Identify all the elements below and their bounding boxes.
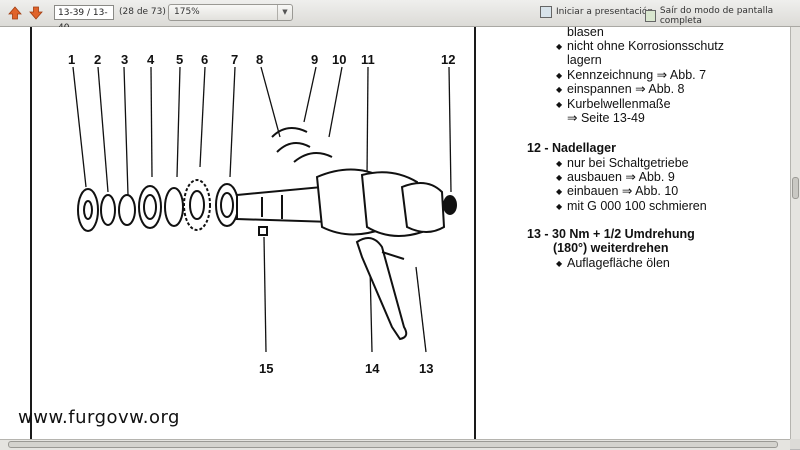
part-number-10: 10 bbox=[332, 52, 347, 67]
scroll-corner bbox=[790, 439, 800, 449]
text-seite: ⇒ Seite 13-49 bbox=[567, 111, 645, 125]
text-lagern: lagern bbox=[567, 53, 602, 67]
part-number-2: 2 bbox=[94, 52, 102, 67]
page-border-left bbox=[30, 27, 32, 439]
part-number-14: 14 bbox=[365, 361, 380, 376]
part-number-8: 8 bbox=[256, 52, 264, 67]
exit-fullscreen-label: Saír do modo de pantalla completa bbox=[659, 6, 774, 26]
chevron-down-icon: ▼ bbox=[277, 5, 292, 20]
part-number-1: 1 bbox=[68, 52, 76, 67]
zoom-value: 175% bbox=[174, 7, 200, 17]
column-divider bbox=[474, 27, 476, 439]
exit-fullscreen-button[interactable]: Saír do modo de pantalla completa bbox=[645, 6, 800, 26]
bullet-einbauen: einbauen ⇒ Abb. 10 bbox=[556, 184, 678, 199]
part-number-15: 15 bbox=[259, 361, 274, 376]
text-blasen: blasen bbox=[567, 27, 604, 39]
part-number-12: 12 bbox=[441, 52, 456, 67]
page-entry-field[interactable]: 13-39 / 13-40 bbox=[54, 5, 114, 33]
part-number-6: 6 bbox=[201, 52, 209, 67]
page-count: (28 de 73) bbox=[119, 7, 166, 17]
presentation-icon bbox=[540, 6, 552, 18]
bullet-kennzeichnung: Kennzeichnung ⇒ Abb. 7 bbox=[556, 68, 706, 83]
part-number-4: 4 bbox=[147, 52, 155, 67]
part-number-11: 11 bbox=[361, 52, 375, 67]
start-presentation-button[interactable]: Iniciar a presentación bbox=[540, 6, 653, 18]
bullet-auflageflaeche: Auflagefläche ölen bbox=[556, 256, 670, 271]
part-number-9: 9 bbox=[311, 52, 319, 67]
toolbar: 13-39 / 13-40 (28 de 73) 175% ▼ Iniciar … bbox=[0, 0, 800, 33]
zoom-select[interactable]: 175% ▼ bbox=[168, 4, 293, 21]
bullet-einspannen: einspannen ⇒ Abb. 8 bbox=[556, 82, 684, 97]
bullet-korrosionsschutz: nicht ohne Korrosionsschutz bbox=[556, 39, 724, 54]
bullet-schaltgetriebe: nur bei Schaltgetriebe bbox=[556, 156, 689, 171]
part-number-5: 5 bbox=[176, 52, 184, 67]
watermark: www.furgovw.org bbox=[18, 407, 180, 428]
part-number-3: 3 bbox=[121, 52, 129, 67]
part-number-13: 13 bbox=[419, 361, 434, 376]
item-13-title-2: (180°) weiterdrehen bbox=[553, 241, 669, 255]
bullet-kurbelwellenmasse: Kurbelwellenmaße bbox=[556, 97, 670, 112]
bullet-schmieren: mit G 000 100 schmieren bbox=[556, 199, 707, 214]
vertical-scrollbar[interactable] bbox=[790, 27, 800, 439]
crankshaft-exploded-drawing bbox=[72, 66, 457, 353]
horizontal-scrollbar[interactable] bbox=[0, 439, 790, 450]
document-page: 1 2 3 4 5 6 7 8 9 10 11 12 13 14 15 blas… bbox=[0, 27, 790, 439]
arrow-up-icon[interactable] bbox=[6, 4, 24, 22]
part-number-7: 7 bbox=[231, 52, 239, 67]
bullet-ausbauen: ausbauen ⇒ Abb. 9 bbox=[556, 170, 675, 185]
fullscreen-exit-icon bbox=[645, 10, 656, 22]
item-13-title: 13 - 30 Nm + 1/2 Umdrehung bbox=[527, 227, 695, 241]
vertical-scroll-thumb[interactable] bbox=[792, 177, 799, 199]
start-presentation-label: Iniciar a presentación bbox=[556, 7, 654, 17]
horizontal-scroll-thumb[interactable] bbox=[8, 441, 778, 448]
arrow-down-icon[interactable] bbox=[27, 4, 45, 22]
item-12-title: 12 - Nadellager bbox=[527, 141, 616, 155]
